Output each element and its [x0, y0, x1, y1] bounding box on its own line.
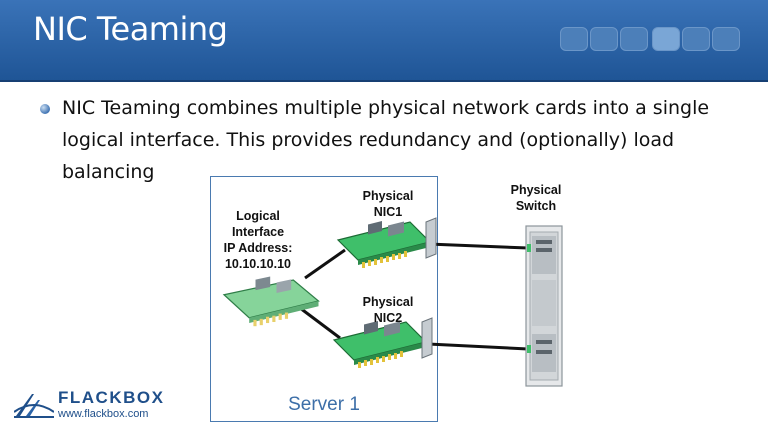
flackbox-logo: FLACKBOX www.flackbox.com [14, 388, 184, 428]
logical-interface-label: Logical Interface IP Address: 10.10.10.1… [208, 208, 308, 272]
logical-line-4: 10.10.10.10 [224, 257, 292, 271]
header-pill [712, 27, 740, 51]
logical-interface-card [222, 276, 320, 327]
header-pill [620, 27, 648, 51]
switch-chassis [525, 225, 563, 387]
nic2-line-1: Physical [362, 295, 414, 309]
bullet-line-1: NIC Teaming combines multiple physical n… [62, 97, 710, 119]
header-pill [652, 27, 680, 51]
header-pill [682, 27, 710, 51]
nic1-line-2: NIC1 [373, 205, 403, 219]
flackbox-bridge-icon [14, 394, 54, 418]
nic2-card [333, 317, 433, 369]
server-label: Server 1 [288, 394, 360, 415]
switch-line-1: Physical [510, 183, 562, 197]
switch-label: Physical Switch [496, 182, 576, 214]
logical-line-3: IP Address: [223, 241, 293, 255]
bullet-text: NIC Teaming combines multiple physical n… [62, 92, 762, 188]
bullet-line-2: logical interface. This provides redunda… [62, 129, 675, 183]
nic1-line-1: Physical [362, 189, 414, 203]
link-nic2-switch [427, 342, 529, 351]
switch-line-2: Switch [515, 199, 557, 213]
nic2-line-2: NIC2 [373, 311, 403, 325]
bullet-icon [40, 104, 50, 114]
header-pill [590, 27, 618, 51]
nic1-label: Physical NIC1 [348, 188, 428, 220]
nic1-card [337, 217, 437, 269]
nic2-label: Physical NIC2 [348, 294, 428, 326]
header-decoration [560, 27, 760, 51]
link-logical-nic2 [299, 306, 341, 340]
brand-name: FLACKBOX [58, 388, 165, 407]
slide-title: NIC Teaming [33, 10, 228, 48]
header-pill [560, 27, 588, 51]
brand-url: www.flackbox.com [58, 408, 149, 420]
slide-header: NIC Teaming [0, 0, 768, 82]
logical-line-1: Logical [236, 209, 280, 223]
logical-line-2: Interface [231, 225, 285, 239]
link-nic1-switch [427, 242, 529, 250]
link-logical-nic1 [304, 248, 346, 280]
